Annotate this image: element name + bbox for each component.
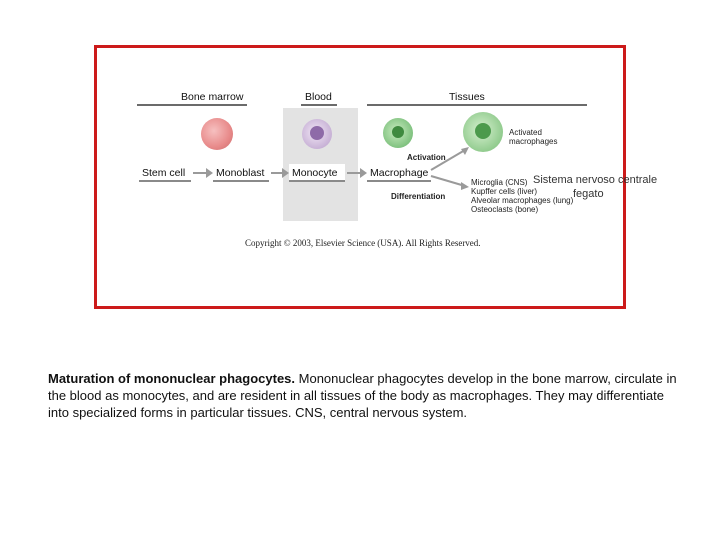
differentiation-arrow [430, 175, 466, 187]
list-item: Microglia (CNS) [471, 178, 528, 187]
macrophage-label: Macrophage [367, 164, 431, 182]
stem-to-monoblast-arrow [193, 168, 213, 178]
tissues-header-line [367, 104, 587, 106]
copyright-notice: Copyright © 2003, Elsevier Science (USA)… [245, 238, 481, 248]
monoblast-cell [201, 118, 233, 150]
differentiation-arrowhead [461, 182, 469, 190]
activated-macrophage-cell [463, 112, 503, 152]
activation-label: Activation [407, 153, 446, 162]
caption-title: Maturation of mononuclear phagocytes. [48, 371, 296, 386]
monocyte-label: Monocyte [289, 164, 345, 182]
caption-text: Mononuclear phagocytes develop in the bo… [48, 371, 677, 420]
bone-marrow-header-line [137, 104, 247, 106]
list-item: Alveolar macrophages (lung) [471, 196, 574, 205]
list-item: Osteoclasts (bone) [471, 205, 539, 214]
activated-macrophages-label: Activated macrophages [509, 128, 558, 146]
list-item: Kupffer cells (liver) [471, 187, 538, 196]
branch-arrows [430, 147, 469, 190]
liver-annotation: fegato [573, 188, 604, 200]
macrophage-cell [383, 118, 413, 148]
monoblast-to-monocyte-arrow [271, 168, 289, 178]
figure-caption: Maturation of mononuclear phagocytes. Mo… [48, 370, 680, 421]
phagocyte-maturation-diagram: Bone marrow Blood Tissues Activated macr… [137, 86, 657, 221]
cns-annotation: Sistema nervoso centrale [533, 174, 658, 186]
bone-marrow-header: Bone marrow [179, 90, 246, 104]
figure-frame: Bone marrow Blood Tissues Activated macr… [94, 45, 657, 309]
specialized-forms-list: Microglia (CNS) Kupffer cells (liver) Al… [471, 178, 573, 214]
monocyte-cell [302, 119, 332, 149]
blood-header: Blood [303, 90, 334, 104]
stem-cell-label: Stem cell [139, 164, 191, 182]
monoblast-label: Monoblast [213, 164, 269, 182]
activation-arrow [430, 149, 466, 171]
tissues-header: Tissues [447, 90, 487, 104]
blood-header-line [301, 104, 337, 106]
activation-arrowhead [461, 147, 469, 155]
differentiation-label: Differentiation [391, 192, 446, 201]
monocyte-to-macrophage-arrow [347, 168, 367, 178]
